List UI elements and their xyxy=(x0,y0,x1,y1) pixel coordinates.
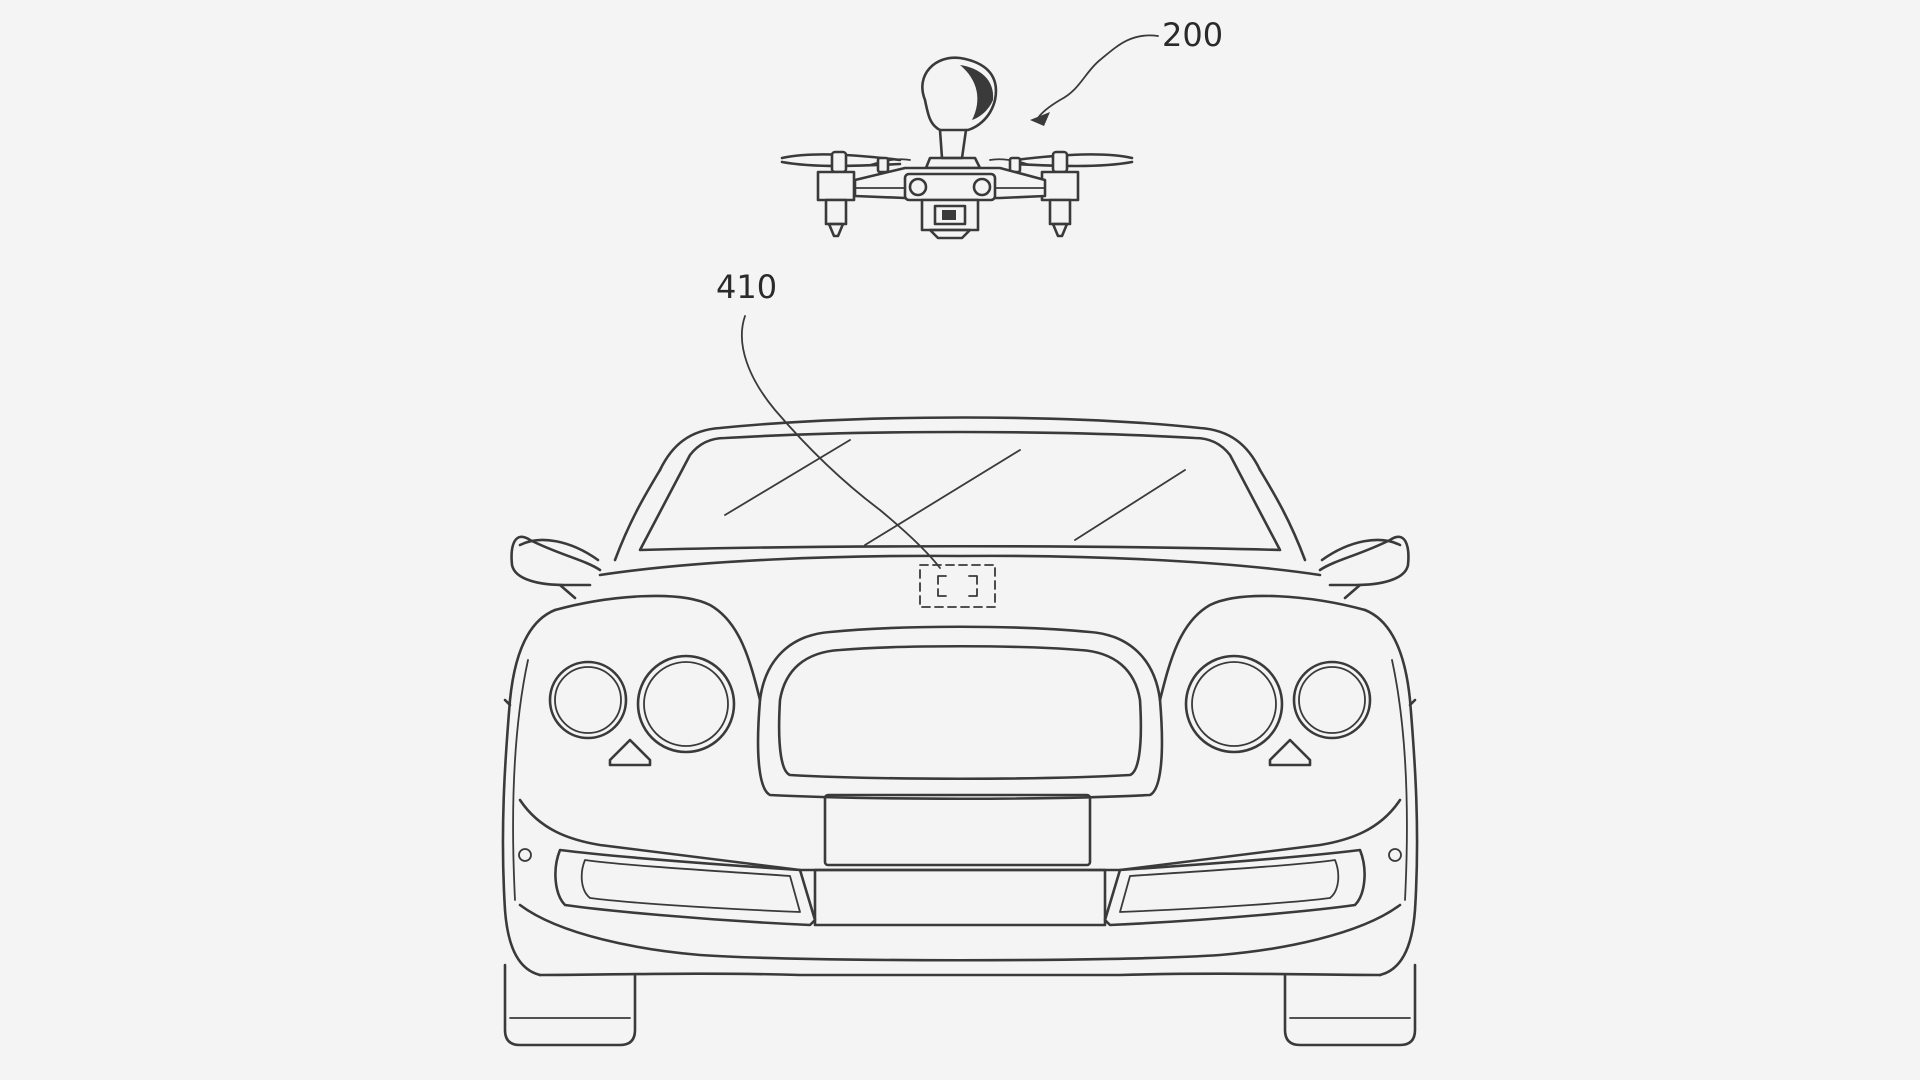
drone-rotor-left xyxy=(780,150,902,238)
drone-rotor-right xyxy=(1013,150,1134,238)
car-headlights-right xyxy=(1184,654,1372,767)
car-tire-right xyxy=(1283,963,1417,1047)
drone-leader-arrowhead xyxy=(1030,112,1050,126)
drone-reference-label: 200 xyxy=(1162,16,1223,54)
drone-camera xyxy=(920,198,980,240)
sensor-reference-label: 410 xyxy=(716,268,777,306)
drone-payload-mount xyxy=(921,56,998,170)
car-tire-left xyxy=(503,963,637,1047)
car-body-sides xyxy=(501,608,1419,977)
car-grille xyxy=(756,625,1164,801)
car-windshield xyxy=(638,430,1282,552)
drone-rotor-inner xyxy=(869,156,1031,174)
sensor-dashed-box xyxy=(919,564,996,608)
drone-leader-line xyxy=(1037,34,1159,119)
car-bumper xyxy=(518,798,1402,977)
car-front-view xyxy=(501,416,1419,1047)
drone-body xyxy=(853,166,1047,202)
car-license-plate xyxy=(823,793,1092,867)
car-mirror-right xyxy=(1318,535,1410,600)
drone: 200 xyxy=(780,16,1223,240)
car-headlights-left xyxy=(548,654,736,767)
car-roof xyxy=(613,416,1307,562)
car-hood xyxy=(553,554,1367,702)
sensor-leader-line xyxy=(741,315,941,569)
car-mirror-left xyxy=(510,535,602,600)
